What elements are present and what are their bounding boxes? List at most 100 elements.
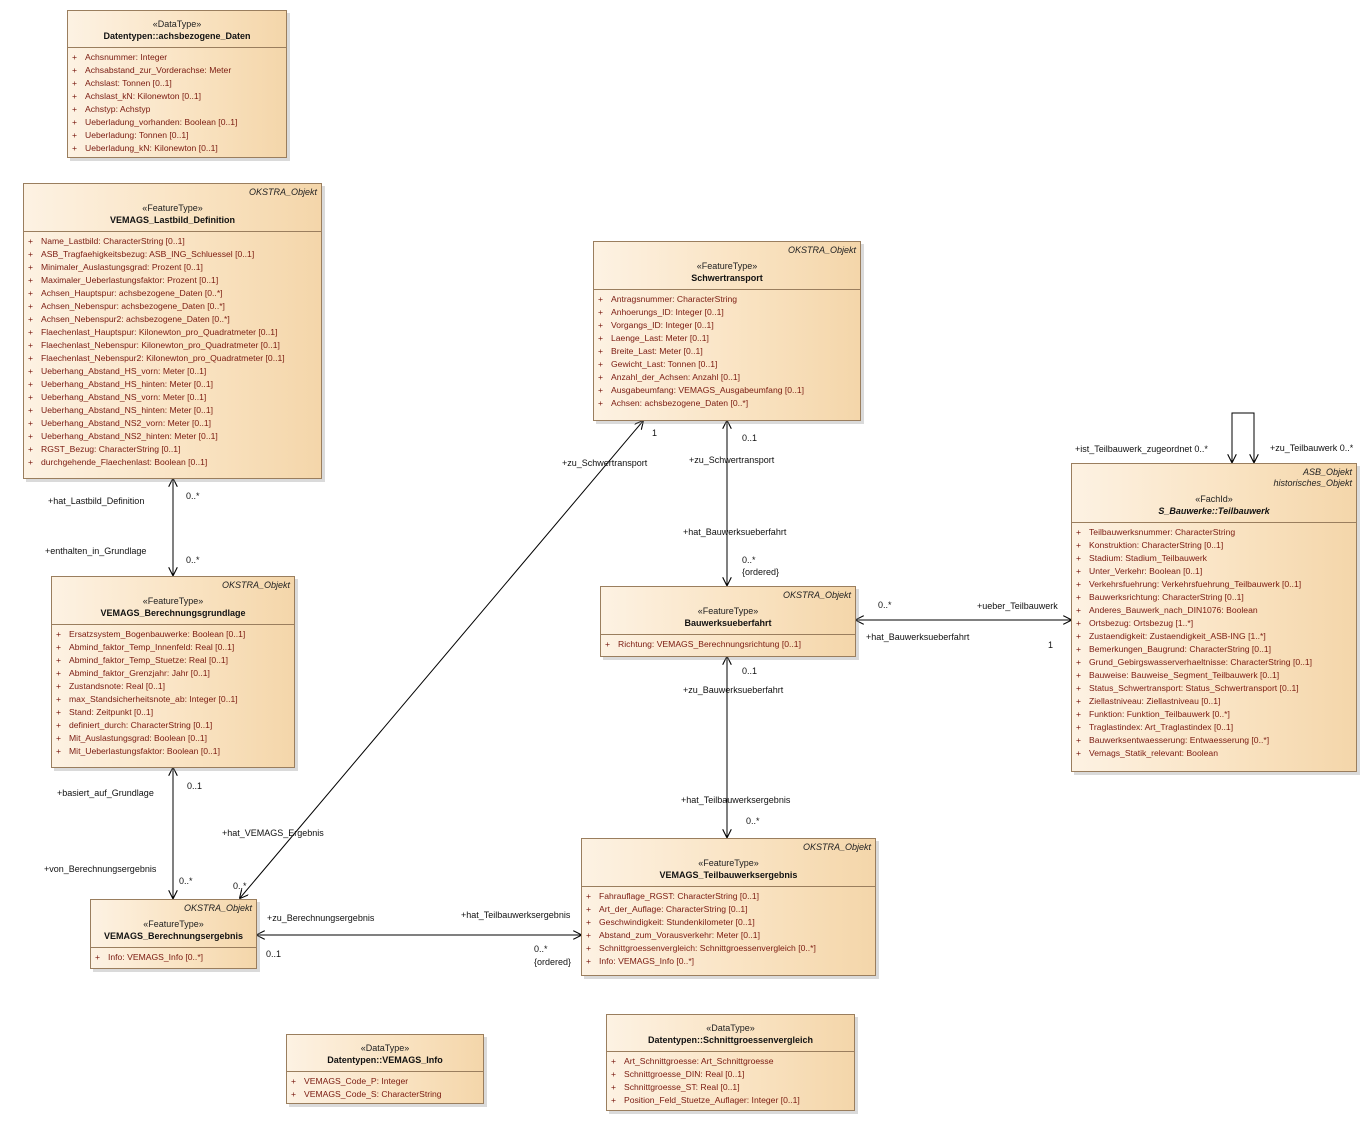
class-vemags-berechnungsgrundlage[interactable]: OKSTRA_Objekt «FeatureType» VEMAGS_Berec… [51,576,295,768]
attribute-row: +Funktion: Funktion_Teilbauwerk [0..*] [1072,708,1356,721]
attribute-list: +Richtung: VEMAGS_Berechnungsrichtung [0… [601,635,855,654]
visibility-marker: + [28,314,34,324]
attribute-text: Achsen: achsbezogene_Daten [0..*] [611,398,749,408]
class-vemags-berechnungsergebnis[interactable]: OKSTRA_Objekt «FeatureType» VEMAGS_Berec… [90,899,257,969]
attribute-text: VEMAGS_Code_S: CharacterString [304,1089,442,1099]
attribute-row: +Laenge_Last: Meter [0..1] [594,332,860,345]
attribute-text: Status_Schwertransport: Status_Schwertra… [1089,683,1299,693]
class-teilbauwerk[interactable]: ASB_Objekt historisches_Objekt «FachId» … [1071,463,1357,772]
visibility-marker: + [56,720,62,730]
attribute-list: +Info: VEMAGS_Info [0..*] [91,948,256,967]
mult-ueber-tb: 1 [1048,640,1054,650]
class-stereotype: «FeatureType» [142,203,203,213]
attribute-text: Mit_Ueberlastungsfaktor: Boolean [0..1] [69,746,220,756]
visibility-marker: + [1076,748,1082,758]
class-achsbezogene-daten[interactable]: «DataType» Datentypen::achsbezogene_Date… [67,10,287,158]
class-name: S_Bauwerke::Teilbauwerk [1158,506,1270,516]
visibility-marker: + [1076,618,1082,628]
visibility-marker: + [1076,605,1082,615]
attribute-row: +Schnittgroesse_ST: Real [0..1] [607,1081,854,1094]
attribute-list: +Teilbauwerksnummer: CharacterString+Kon… [1072,523,1356,763]
class-base: OKSTRA_Objekt [802,842,871,852]
visibility-marker: + [611,1069,617,1079]
attribute-row: +Maximaler_Ueberlastungsfaktor: Prozent … [24,274,321,287]
attribute-text: Achstyp: Achstyp [85,104,151,114]
attribute-text: Achsen_Nebenspur: achsbezogene_Daten [0.… [41,301,225,311]
visibility-marker: + [72,143,78,153]
attribute-text: Zustaendigkeit: Zustaendigkeit_ASB-ING [… [1089,631,1266,641]
attribute-row: +Ueberhang_Abstand_NS2_hinten: Meter [0.… [24,430,321,443]
attribute-row: +Ueberhang_Abstand_HS_vorn: Meter [0..1] [24,365,321,378]
class-header: OKSTRA_Objekt «FeatureType» Schwertransp… [594,242,860,290]
attribute-text: Flaechenlast_Nebenspur2: Kilonewton_pro_… [41,353,285,363]
attribute-list: + Fahrauflage_RGST: CharacterString [0..1… [582,887,875,971]
visibility-marker: + [1076,566,1082,576]
attribute-row: +Vemags_Statik_relevant: Boolean [1072,747,1356,760]
role-hat-vemags-ergebnis: +hat_VEMAGS_Ergebnis [222,828,324,838]
attribute-text: Anderes_Bauwerk_nach_DIN1076: Boolean [1089,605,1258,615]
class-stereotype: «FeatureType» [142,596,204,606]
class-stereotype: «FeatureType» [143,919,204,929]
visibility-marker: + [28,236,34,246]
attribute-text: Achslast_kN: Kilonewton [0..1] [85,91,202,101]
class-schwertransport[interactable]: OKSTRA_Objekt «FeatureType» Schwertransp… [593,241,861,421]
class-name: VEMAGS_Teilbauwerksergebnis [659,870,798,880]
attribute-text: Ueberladung: Tonnen [0..1] [85,130,189,140]
attribute-row: +Breite_Last: Meter [0..1] [594,345,860,358]
class-stereotype: «DataType» [360,1043,410,1053]
attribute-text: Anhoerungs_ID: Integer [0..1] [611,307,724,317]
class-header: OKSTRA_Objekt «FeatureType» VEMAGS_Lastb… [24,184,321,232]
class-bauwerksueberfahrt[interactable]: OKSTRA_Objekt «FeatureType» Bauwerksuebe… [600,586,856,657]
attribute-text: Achsen_Nebenspur2: achsbezogene_Daten [0… [41,314,230,324]
attribute-text: Fahrauflage_RGST: CharacterString [0..1] [599,891,760,901]
mult-hat-bwue2: 0..* [878,600,892,610]
attribute-row: +Ortsbezug: Ortsbezug [1..*] [1072,617,1356,630]
attribute-row: + Name_Lastbild: CharacterString [0..1] [24,235,321,248]
class-header: «DataType» Datentypen::Schnittgroessenve… [607,1015,854,1052]
attribute-text: Geschwindigkeit: Stundenkilometer [0..1] [599,917,755,927]
attribute-row: +Geschwindigkeit: Stundenkilometer [0..1… [582,916,875,929]
attribute-text: Zustandsnote: Real [0..1] [69,681,166,691]
role-ist-teilbauwerk-zugeordnet: +ist_Teilbauwerk_zugeordnet 0..* [1075,444,1208,454]
attribute-row: +definiert_durch: CharacterString [0..1] [52,719,294,732]
visibility-marker: + [72,104,78,114]
attribute-row: +Info: VEMAGS_Info [0..*] [582,955,875,968]
assoc-ergebnis-schwertransport [240,421,643,898]
visibility-marker: + [1076,644,1082,654]
visibility-marker: + [72,117,78,127]
class-stereotype: «FeatureType» [698,858,759,868]
class-vemags-lastbild-definition[interactable]: OKSTRA_Objekt «FeatureType» VEMAGS_Lastb… [23,183,322,479]
mult-lastbild: 0..* [186,491,200,501]
attribute-row: +RGST_Bezug: CharacterString [0..1] [24,443,321,456]
visibility-marker: + [598,333,604,343]
attribute-text: Abstand_zum_Vorausverkehr: Meter [0..1] [599,930,760,940]
mult-zu-bwue: 0..1 [742,666,758,676]
visibility-marker: + [586,930,592,940]
attribute-text: Richtung: VEMAGS_Berechnungsrichtung [0.… [618,639,801,649]
attribute-row: +Achslast: Tonnen [0..1] [68,77,286,90]
mult-hat-teil2: 0..* [534,944,548,954]
class-header: OKSTRA_Objekt «FeatureType» Bauwerksuebe… [601,587,855,635]
attribute-list: +VEMAGS_Code_P: Integer+VEMAGS_Code_S: C… [287,1072,483,1104]
role-hat-lastbild-definition: +hat_Lastbild_Definition [48,496,145,506]
attribute-row: +Abmind_faktor_Temp_Stuetze: Real [0..1] [52,654,294,667]
attribute-row: + Achsen_Nebenspur2: achsbezogene_Daten [… [24,313,321,326]
visibility-marker: + [598,307,604,317]
attribute-text: Gewicht_Last: Tonnen [0..1] [611,359,718,369]
visibility-marker: + [28,379,34,389]
attribute-text: Name_Lastbild: CharacterString [0..1] [41,236,185,246]
class-schnittgroessenvergleich[interactable]: «DataType» Datentypen::Schnittgroessenve… [606,1014,855,1111]
attribute-row: +Fahrauflage_RGST: CharacterString [0..1… [582,890,875,903]
role-zu-schwertransport-1: +zu_Schwertransport [562,458,648,468]
role-basiert-auf-grundlage: +basiert_auf_Grundlage [57,788,154,798]
class-stereotype: «DataType» [706,1023,755,1033]
attribute-text: Konstruktion: CharacterString [0..1] [1089,540,1224,550]
attribute-text: Flaechenlast_Nebenspur: Kilonewton_pro_Q… [41,340,280,350]
attribute-row: +Art_der_Auflage: CharacterString [0..1] [582,903,875,916]
visibility-marker: + [28,275,34,285]
class-vemags-info[interactable]: «DataType» Datentypen::VEMAGS_Info +VEMA… [286,1034,484,1104]
role-hat-bauwerksueberfahrt-2: +hat_Bauwerksueberfahrt [866,632,970,642]
attribute-text: Art_der_Auflage: CharacterString [0..1] [599,904,748,914]
class-vemags-teilbauwerksergebnis[interactable]: OKSTRA_Objekt «FeatureType» VEMAGS_Teilb… [581,838,876,976]
attribute-row: +Traglastindex: Art_Traglastindex [0..1] [1072,721,1356,734]
